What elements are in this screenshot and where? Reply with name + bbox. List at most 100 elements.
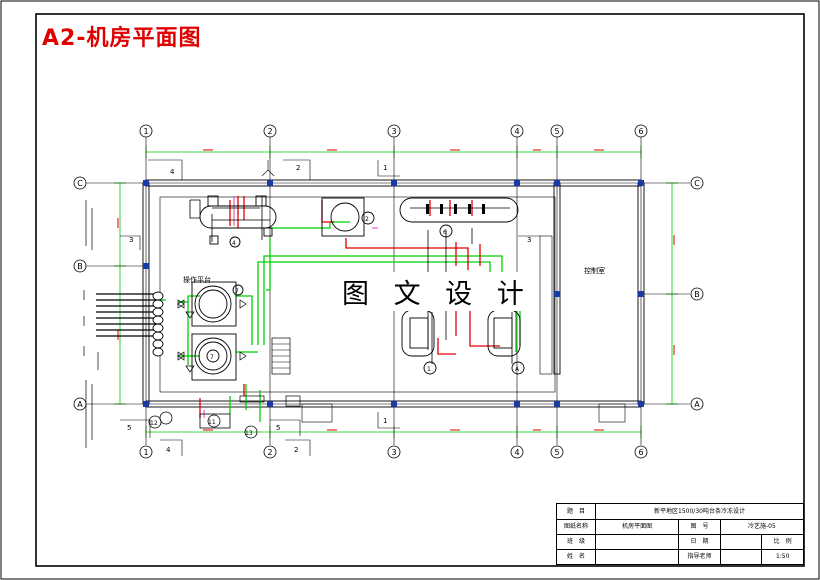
axis-bubble-2-top: 2 bbox=[263, 124, 277, 138]
section-mark-labels: 4 2 1 3 3 5 4 5 2 1 bbox=[127, 164, 531, 454]
axis-label-B-left: B bbox=[77, 262, 83, 271]
section-mark-bottom-5-left: 5 bbox=[127, 424, 131, 432]
section-marks bbox=[120, 159, 540, 456]
section-mark-bottom-5: 5 bbox=[276, 424, 280, 432]
axis-bubble-5-top: 5 bbox=[550, 124, 564, 138]
section-mark-left-3: 3 bbox=[129, 236, 133, 244]
tag-13: 13 bbox=[245, 430, 253, 437]
axis-label-2-bottom: 2 bbox=[267, 448, 272, 457]
tag-4: 4 bbox=[232, 240, 236, 247]
axis-label-4-bottom: 4 bbox=[514, 448, 519, 457]
title-block-label-class: 班 级 bbox=[556, 534, 596, 550]
tag-1: 1 bbox=[427, 366, 431, 373]
axis-label-6-bottom: 6 bbox=[638, 448, 643, 457]
axis-bubble-C-right: C bbox=[690, 176, 704, 190]
axis-bubble-3-top: 3 bbox=[387, 124, 401, 138]
tag-11: 11 bbox=[208, 419, 216, 426]
title-block-class bbox=[594, 534, 680, 550]
title-block-subject: 新平地区1500/30吨台条冷冻设计 bbox=[595, 503, 804, 520]
axis-label-5-bottom: 5 bbox=[554, 448, 559, 457]
header-collector bbox=[152, 291, 164, 357]
outdoor-detail bbox=[239, 395, 301, 407]
axis-label-2-top: 2 bbox=[267, 127, 272, 136]
axis-label-C-right: C bbox=[694, 179, 700, 188]
axis-bubble-A-right: A bbox=[690, 397, 704, 411]
inner-border bbox=[35, 13, 805, 567]
axis-bubble-3-bottom: 3 bbox=[387, 445, 401, 459]
pump-tags: 12 11 13 bbox=[150, 419, 253, 437]
title-block-label-date: 日 期 bbox=[678, 534, 721, 550]
column-axis-top: 1 2 3 4 5 6 bbox=[139, 124, 648, 138]
condenser-top bbox=[191, 281, 244, 327]
axis-label-A-left: A bbox=[77, 400, 83, 409]
title-block-advisor bbox=[719, 549, 763, 565]
section-mark-bottom-1: 1 bbox=[383, 417, 387, 425]
axis-bubble-A-left: A bbox=[73, 397, 87, 411]
valves bbox=[177, 299, 247, 373]
control-room-label: 控制室 bbox=[584, 266, 605, 275]
axis-bubble-6-bottom: 6 bbox=[634, 445, 648, 459]
section-mark-bottom-4: 4 bbox=[166, 446, 171, 454]
compressor bbox=[321, 197, 375, 237]
section-mark-top-1: 1 bbox=[383, 164, 387, 172]
axis-label-3-top: 3 bbox=[391, 127, 396, 136]
receiver-tank bbox=[399, 197, 519, 238]
axis-label-A-right: A bbox=[694, 400, 700, 409]
evaporator-units bbox=[401, 309, 525, 375]
title-block-date bbox=[719, 534, 763, 550]
title-block-label-advisor: 指导老师 bbox=[678, 549, 721, 565]
axis-bubble-4-top: 4 bbox=[510, 124, 524, 138]
title-block-scale: 1:50 bbox=[761, 549, 804, 565]
axis-label-1-bottom: 1 bbox=[143, 448, 148, 457]
section-mark-bottom-2: 2 bbox=[294, 446, 298, 454]
drawing-title: A2-机房平面图 bbox=[42, 26, 202, 51]
axis-bubble-5-bottom: 5 bbox=[550, 445, 564, 459]
axis-label-1-top: 1 bbox=[143, 127, 148, 136]
title-block-label-drawing-name: 图纸名称 bbox=[556, 519, 596, 535]
structural-columns bbox=[143, 180, 644, 407]
title-block-drawing-name: 机房平面图 bbox=[594, 519, 680, 535]
column-axis-bottom: 1 2 3 4 5 6 bbox=[139, 445, 648, 459]
axis-bubble-6-top: 6 bbox=[634, 124, 648, 138]
title-block-label-scale: 比 例 bbox=[761, 534, 804, 550]
axis-label-6-top: 6 bbox=[638, 127, 643, 136]
section-mark-top-2: 2 bbox=[296, 164, 300, 172]
operating-platform-label: 操作平台 bbox=[183, 275, 211, 284]
inlet-pipes bbox=[96, 293, 158, 337]
receiver-valves bbox=[426, 204, 485, 214]
axis-bubble-C-left: C bbox=[73, 176, 87, 190]
row-axis-right: C B A bbox=[690, 176, 704, 411]
condenser-bottom bbox=[191, 333, 237, 381]
tag-12: 12 bbox=[150, 420, 158, 427]
tag-6: 6 bbox=[443, 229, 447, 236]
axis-bubble-2-bottom: 2 bbox=[263, 445, 277, 459]
axis-bubble-B-right: B bbox=[690, 287, 704, 301]
section-mark-right-3: 3 bbox=[527, 236, 531, 244]
axis-label-4-top: 4 bbox=[514, 127, 519, 136]
tag-7-top: 7 bbox=[235, 288, 239, 295]
section-mark-top-4: 4 bbox=[170, 168, 175, 176]
axis-bubble-1-bottom: 1 bbox=[139, 445, 153, 459]
axis-label-5-top: 5 bbox=[554, 127, 559, 136]
axis-bubble-4-bottom: 4 bbox=[510, 445, 524, 459]
title-block-label-name: 姓 名 bbox=[556, 549, 596, 565]
title-block-drawing-no: 冷艺施-05 bbox=[719, 519, 805, 535]
pumps bbox=[148, 411, 258, 439]
row-axis-left: C B A bbox=[73, 176, 87, 411]
axis-bubble-B-left: B bbox=[73, 259, 87, 273]
axis-bubble-1-top: 1 bbox=[139, 124, 153, 138]
left-vertical-notes bbox=[83, 200, 99, 448]
title-block-label-subject: 题 目 bbox=[556, 503, 596, 520]
oil-separator bbox=[199, 195, 277, 248]
dimension-ticks bbox=[117, 149, 675, 431]
axis-label-B-right: B bbox=[694, 290, 700, 299]
tag-2: 2 bbox=[365, 216, 369, 223]
title-block-name bbox=[594, 549, 680, 565]
title-block: 题 目 新平地区1500/30吨台条冷冻设计 图纸名称 机房平面图 图 号 冷艺… bbox=[556, 503, 805, 565]
title-block-label-drawing-no: 图 号 bbox=[678, 519, 721, 535]
axis-label-3-bottom: 3 bbox=[391, 448, 396, 457]
axis-label-C-left: C bbox=[77, 179, 83, 188]
watermark-text: 图 文 设 计 bbox=[336, 272, 538, 311]
